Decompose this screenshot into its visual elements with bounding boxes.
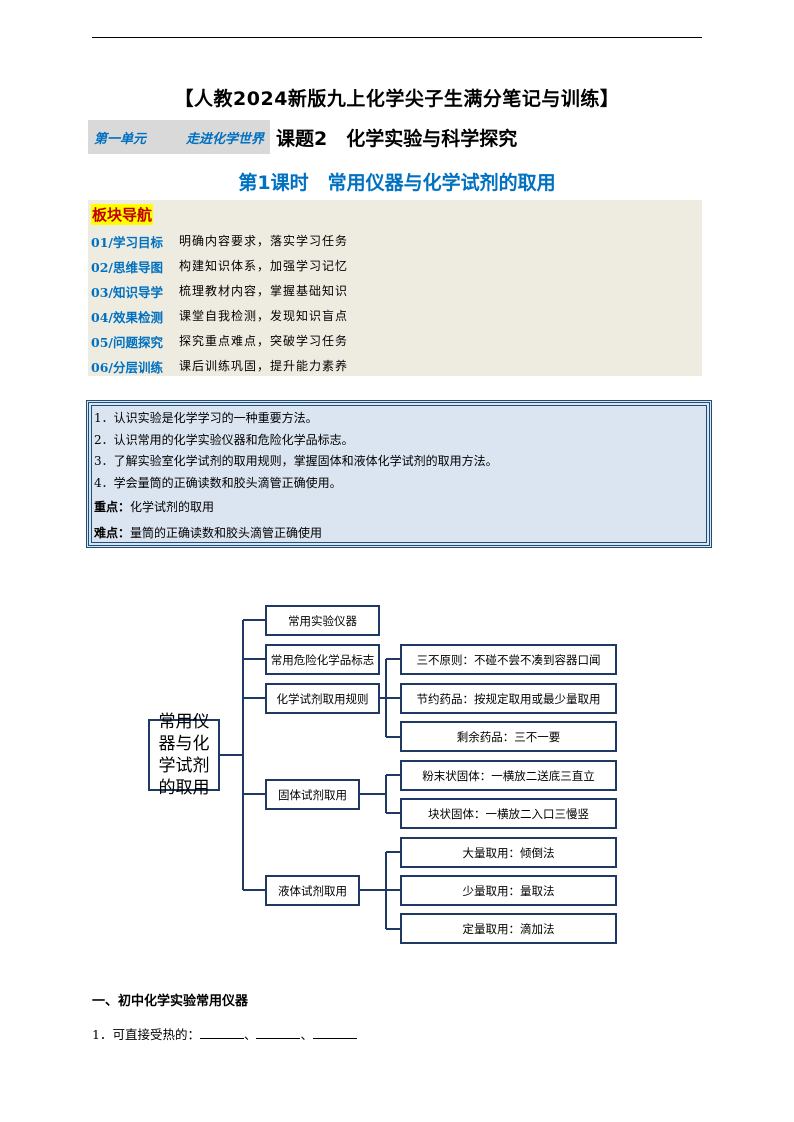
separator: 、 [243,1027,257,1042]
nav-item-desc: 课后训练巩固，提升能力素养 [179,359,349,373]
navigation-panel [88,200,702,376]
mindmap-leaf-rule: 节约药品：按规定取用或最少量取用 [400,683,617,714]
nav-item-key: 01/学习目标 [91,235,163,250]
mindmap-leaf-solid: 粉末状固体：一横放二送底三直立 [400,760,617,791]
learning-goals-box [86,400,712,548]
mindmap-leaf-liquid: 大量取用：倾倒法 [400,837,617,868]
nav-item: 05/问题探究 探究重点难点，突破学习任务 [91,332,348,352]
nav-item-key: 05/问题探究 [91,335,163,350]
mindmap-leaf-solid: 块状固体：一横放二入口三慢竖 [400,798,617,829]
nav-item: 04/效果检测 课堂自我检测，发现知识盲点 [91,307,348,327]
nav-item-desc: 明确内容要求，落实学习任务 [179,234,349,248]
mindmap-leaf-liquid: 定量取用：滴加法 [400,913,617,944]
separator: 、 [300,1027,313,1042]
navigation-title: 板块导航 [91,204,154,225]
top-rule [92,37,702,38]
mindmap-leaf-liquid: 少量取用：量取法 [400,875,617,906]
hard-point-text: 量筒的正确读数和胶头滴管正确使用 [130,526,323,540]
topic-title: 课题2 化学实验与科学探究 [276,128,518,150]
goal-item: 2．认识常用的化学实验仪器和危险化学品标志。 [94,433,354,447]
nav-item-key: 03/知识导学 [91,285,163,300]
nav-item: 02/思维导图 构建知识体系，加强学习记忆 [91,257,348,277]
nav-item-key: 06/分层训练 [91,360,163,375]
nav-item-desc: 构建知识体系，加强学习记忆 [179,259,349,273]
nav-item-key: 04/效果检测 [91,310,163,325]
hard-point-label: 难点： [94,526,131,540]
goal-item: 1．认识实验是化学学习的一种重要方法。 [94,411,318,425]
nav-item: 06/分层训练 课后训练巩固，提升能力素养 [91,357,348,377]
nav-item: 03/知识导学 梳理教材内容，掌握基础知识 [91,282,348,302]
key-point: 重点：化学试剂的取用 [94,498,214,515]
question-1: 1．可直接受热的： 、 、 [92,1024,357,1043]
mindmap-node-hazard-signs: 常用危险化学品标志 [265,644,380,675]
unit-label-a: 第一单元 [94,131,147,147]
nav-item-desc: 课堂自我检测，发现知识盲点 [179,309,349,323]
key-point-text: 化学试剂的取用 [130,500,215,514]
mindmap-node-solids: 固体试剂取用 [265,779,360,810]
hard-point: 难点：量筒的正确读数和胶头滴管正确使用 [94,524,322,541]
section-heading: 一、初中化学实验常用仪器 [92,994,249,1009]
main-title: 【人教2024新版九上化学尖子生满分笔记与训练】 [174,88,620,110]
answer-blank[interactable] [256,1026,301,1039]
answer-blank[interactable] [313,1026,357,1039]
mindmap-leaf-rule: 剩余药品：三不一要 [400,721,617,752]
mindmap-leaf-rule: 三不原则：不碰不尝不凑到容器口闻 [400,644,617,675]
lesson-title: 第1课时 常用仪器与化学试剂的取用 [238,172,556,194]
key-point-label: 重点： [94,500,131,514]
goal-item: 3．了解实验室化学试剂的取用规则，掌握固体和液体化学试剂的取用方法。 [94,454,498,468]
unit-label-b: 走进化学世界 [185,131,264,147]
nav-item-desc: 梳理教材内容，掌握基础知识 [179,284,349,298]
unit-label-box: 第一单元 走进化学世界 [88,120,270,154]
nav-item: 01/学习目标 明确内容要求，落实学习任务 [91,232,348,252]
goal-item: 4．学会量筒的正确读数和胶头滴管正确使用。 [94,476,342,490]
mindmap-node-liquids: 液体试剂取用 [265,875,360,906]
nav-item-desc: 探究重点难点，突破学习任务 [179,334,349,348]
mindmap-node-instruments: 常用实验仪器 [265,605,380,636]
nav-item-key: 02/思维导图 [91,260,163,275]
mindmap-root: 常用仪器与化学试剂的取用 [148,712,220,798]
question-1-prefix: 1．可直接受热的： [92,1027,200,1042]
learning-goals-inner-border [91,405,707,543]
mindmap-node-rules: 化学试剂取用规则 [265,683,380,714]
answer-blank[interactable] [199,1026,244,1039]
